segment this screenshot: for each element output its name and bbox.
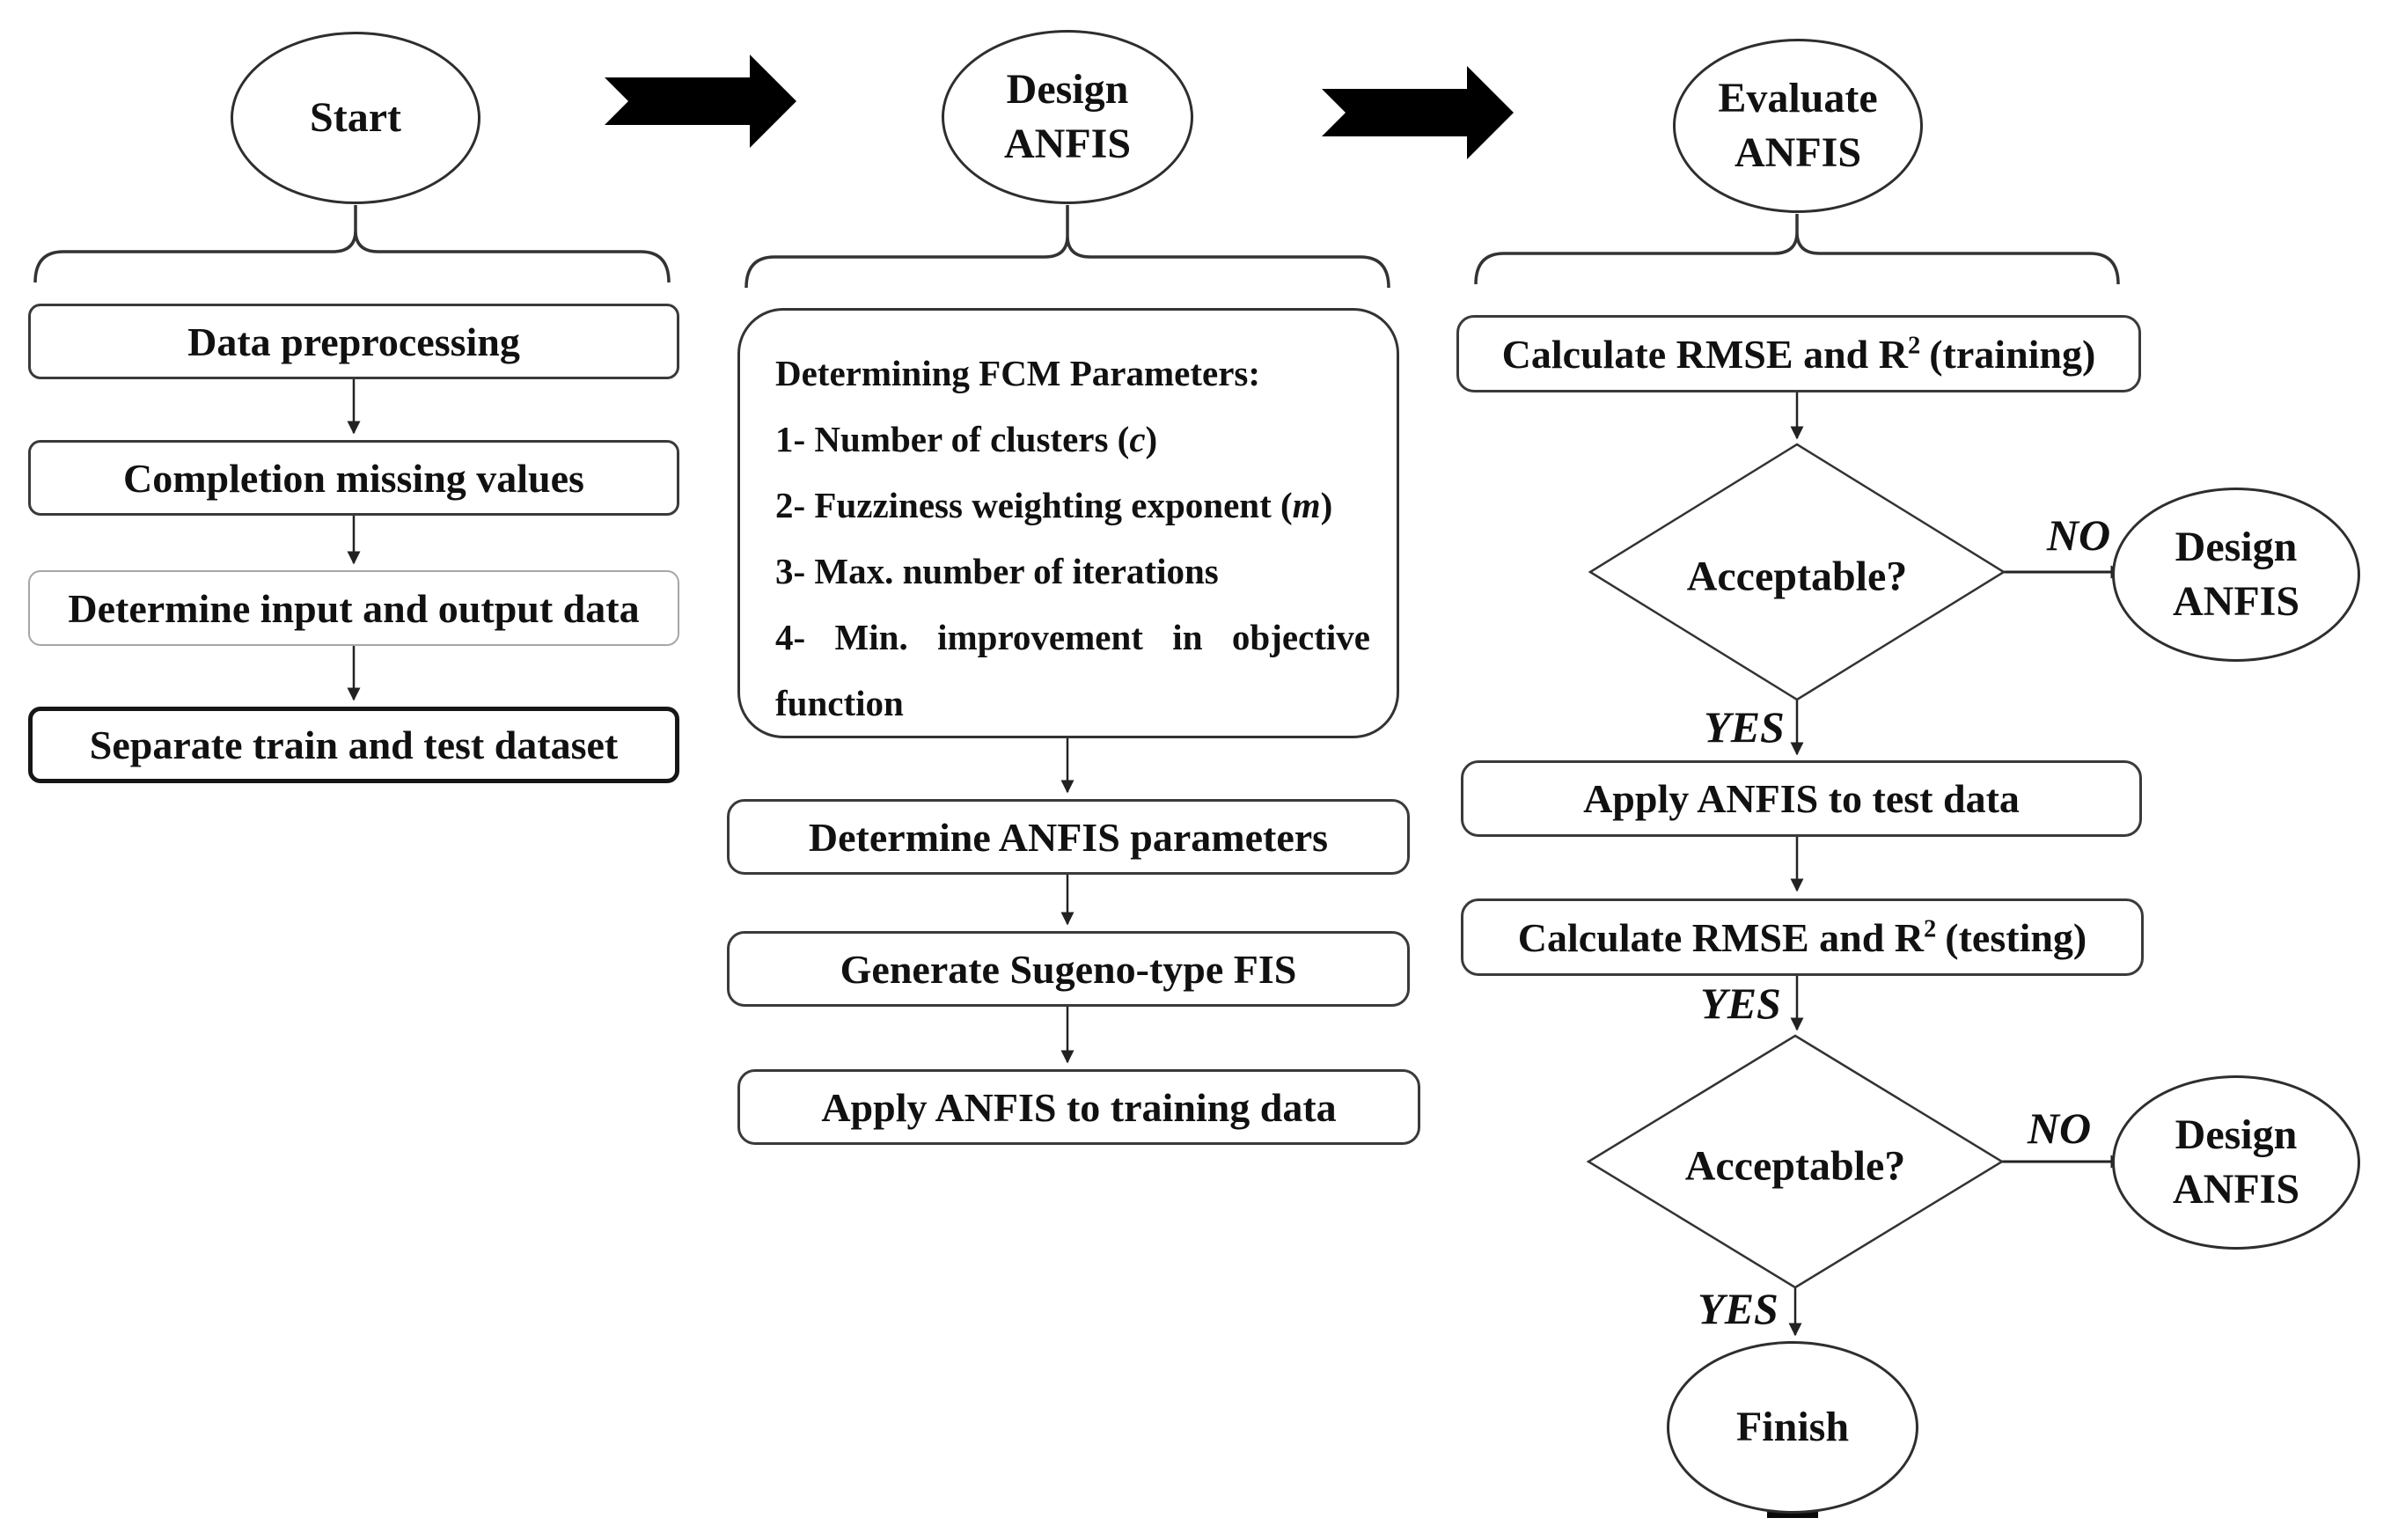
- box-fcm-parameters: Determining FCM Parameters: 1- Number of…: [737, 308, 1399, 738]
- finish-ellipse-label: Finish: [1735, 1404, 1850, 1450]
- brace-design-phase: [744, 205, 1390, 289]
- box-separate-train-test-label: Separate train and test dataset: [89, 722, 619, 767]
- design-anfis-return-1-line2: ANFIS: [2172, 578, 2300, 625]
- yes-label-1: YES: [1704, 702, 1785, 752]
- yes-label-2: YES: [1700, 979, 1781, 1028]
- brace-evaluate-phase: [1474, 214, 2120, 285]
- box-apply-anfis-test-label: Apply ANFIS to test data: [1583, 776, 2020, 821]
- box-completion-missing-values-label: Completion missing values: [123, 455, 584, 501]
- design-anfis-ellipse-line2: ANFIS: [1003, 121, 1132, 167]
- yes-label-3: YES: [1698, 1284, 1779, 1333]
- box-data-preprocessing-label: Data preprocessing: [187, 319, 520, 364]
- decision-diamond-training: [1588, 443, 2006, 701]
- box-generate-sugeno-fis-label: Generate Sugeno-type FIS: [840, 946, 1297, 992]
- decision-diamond-testing: [1586, 1034, 2005, 1289]
- evaluate-anfis-ellipse-line1: Evaluate: [1718, 75, 1878, 121]
- fcm-item-3: 3- Max. number of iterations: [775, 551, 1219, 591]
- no-label-1: NO: [2046, 510, 2111, 560]
- start-ellipse-label: Start: [310, 94, 401, 141]
- box-calculate-rmse-testing-label: Calculate RMSE and R2(testing): [1517, 914, 2087, 960]
- box-calculate-rmse-testing: Calculate RMSE and R2(testing): [1461, 898, 2144, 976]
- fcm-item-2: 2- Fuzziness weighting exponent (m): [775, 485, 1333, 525]
- fcm-item-4: 4- Min. improvement in objective functio…: [775, 617, 1370, 723]
- phase-arrow-start-to-design-icon: [605, 55, 796, 148]
- box-determine-anfis-parameters: Determine ANFIS parameters: [727, 799, 1410, 875]
- box-determine-input-output: Determine input and output data: [28, 570, 679, 646]
- fcm-item-1: 1- Number of clusters (c): [775, 419, 1158, 459]
- finish-ellipse: Finish: [1667, 1341, 1918, 1514]
- box-apply-anfis-test: Apply ANFIS to test data: [1461, 760, 2142, 837]
- box-separate-train-test: Separate train and test dataset: [28, 707, 679, 783]
- box-generate-sugeno-fis: Generate Sugeno-type FIS: [727, 931, 1410, 1007]
- box-calculate-rmse-training: Calculate RMSE and R2(training): [1456, 315, 2141, 392]
- phase-arrow-design-to-evaluate-icon: [1322, 66, 1514, 159]
- box-apply-anfis-training-label: Apply ANFIS to training data: [821, 1084, 1337, 1130]
- design-anfis-return-ellipse-2: Design ANFIS: [2112, 1075, 2360, 1250]
- design-anfis-return-1-line1: Design: [2175, 524, 2298, 570]
- brace-start-phase: [33, 205, 671, 283]
- no-label-2: NO: [2027, 1104, 2092, 1153]
- design-anfis-return-2-line2: ANFIS: [2172, 1166, 2300, 1213]
- box-calculate-rmse-training-label: Calculate RMSE and R2(training): [1501, 331, 2096, 377]
- design-anfis-ellipse: Design ANFIS: [942, 30, 1193, 204]
- design-anfis-return-2-line1: Design: [2175, 1111, 2298, 1158]
- start-ellipse: Start: [231, 32, 480, 204]
- evaluate-anfis-ellipse: Evaluate ANFIS: [1673, 39, 1923, 213]
- box-apply-anfis-training: Apply ANFIS to training data: [737, 1069, 1420, 1145]
- box-determine-input-output-label: Determine input and output data: [68, 585, 640, 631]
- box-data-preprocessing: Data preprocessing: [28, 304, 679, 379]
- evaluate-anfis-ellipse-line2: ANFIS: [1734, 129, 1862, 176]
- diamond1-label: Acceptable?: [1686, 553, 1908, 600]
- design-anfis-ellipse-line1: Design: [1006, 66, 1129, 113]
- design-anfis-return-ellipse-1: Design ANFIS: [2112, 488, 2360, 662]
- diamond2-label: Acceptable?: [1684, 1142, 1906, 1190]
- fcm-title: Determining FCM Parameters:: [775, 353, 1260, 393]
- box-completion-missing-values: Completion missing values: [28, 440, 679, 516]
- box-determine-anfis-parameters-label: Determine ANFIS parameters: [808, 814, 1329, 860]
